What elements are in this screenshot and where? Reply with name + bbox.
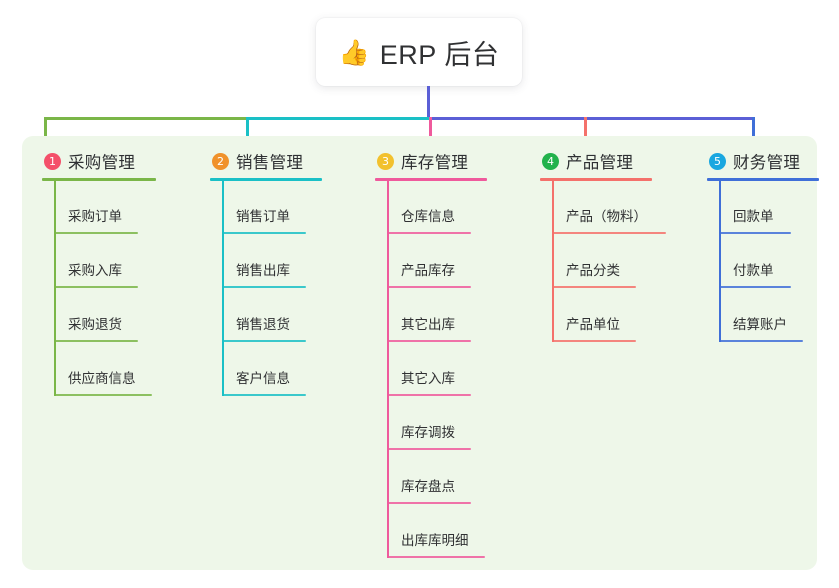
root-title: ERP 后台 (379, 39, 500, 70)
list-item-label: 采购退货 (68, 317, 122, 332)
list-item-label: 仓库信息 (401, 209, 455, 224)
list-item-label: 采购入库 (68, 263, 122, 278)
list-item-underline (719, 232, 791, 234)
list-item-underline (719, 286, 791, 288)
list-item-label: 客户信息 (236, 371, 290, 386)
list-item-underline (54, 340, 138, 342)
column-header-1[interactable]: 1 采购管理 (32, 146, 135, 176)
column-header-3[interactable]: 3 库存管理 (365, 146, 468, 176)
column-title-1: 采购管理 (68, 154, 136, 172)
connector-bus-segment-2 (246, 117, 432, 120)
column-spine-4 (552, 180, 554, 342)
connector-trunk (427, 86, 430, 119)
connector-bus-segment-1 (44, 117, 249, 120)
list-item-label: 产品分类 (566, 263, 620, 278)
column-badge-4: 4 (542, 152, 559, 170)
list-item-label: 库存盘点 (401, 479, 455, 494)
list-item-underline (387, 286, 471, 288)
column-spine-1 (54, 180, 56, 396)
list-item-underline (387, 394, 471, 396)
column-spine-5 (719, 180, 721, 342)
list-item-label: 付款单 (733, 263, 774, 278)
list-item-label: 回款单 (733, 209, 774, 224)
column-title-5: 财务管理 (733, 154, 801, 172)
list-item-underline (222, 232, 306, 234)
column-underline-2 (210, 178, 322, 181)
list-item-underline (552, 232, 666, 234)
list-item-underline (387, 448, 471, 450)
list-item-label: 产品库存 (401, 263, 455, 278)
list-item-underline (387, 502, 471, 504)
column-badge-5: 5 (709, 152, 726, 170)
thumbs-up-icon: 👍 (338, 37, 370, 67)
list-item-label: 产品单位 (566, 317, 620, 332)
list-item-label: 结算账户 (733, 317, 787, 332)
column-header-5[interactable]: 5 财务管理 (697, 146, 800, 176)
connector-bus-segment-3 (429, 117, 755, 120)
column-3: 3 库存管理仓库信息产品库存其它出库其它入库库存调拨库存盘点出库库明细 (365, 146, 487, 558)
list-item-label: 产品（物料） (566, 209, 647, 224)
list-item-label: 库存调拨 (401, 425, 455, 440)
column-underline-5 (707, 178, 819, 181)
list-item-underline (387, 232, 471, 234)
column-spine-3 (387, 180, 389, 558)
column-title-2: 销售管理 (236, 154, 304, 172)
list-item-underline (54, 232, 138, 234)
list-item-underline (222, 286, 306, 288)
list-item-underline (54, 286, 138, 288)
list-item-label: 销售订单 (236, 209, 290, 224)
column-underline-1 (42, 178, 156, 181)
column-title-4: 产品管理 (566, 154, 634, 172)
list-item-underline (552, 286, 636, 288)
column-spine-2 (222, 180, 224, 396)
list-item-label: 采购订单 (68, 209, 122, 224)
column-badge-2: 2 (212, 152, 229, 170)
column-underline-4 (540, 178, 652, 181)
column-underline-3 (375, 178, 487, 181)
column-4: 4 产品管理产品（物料） 产品分类产品单位 (530, 146, 666, 342)
list-item-underline (222, 340, 306, 342)
list-item-label: 供应商信息 (68, 371, 136, 386)
list-item-underline (387, 340, 471, 342)
list-item-underline (54, 394, 152, 396)
column-2: 2 销售管理销售订单销售出库销售退货客户信息 (200, 146, 322, 396)
column-badge-3: 3 (377, 152, 394, 170)
list-item-underline (719, 340, 803, 342)
list-item-underline (387, 556, 485, 558)
column-1: 1 采购管理采购订单采购入库采购退货供应商信息 (32, 146, 156, 396)
column-badge-1: 1 (44, 152, 61, 170)
diagram-panel (22, 136, 817, 570)
column-header-2[interactable]: 2 销售管理 (200, 146, 303, 176)
list-item-label: 出库库明细 (401, 533, 469, 548)
column-title-3: 库存管理 (401, 154, 469, 172)
column-5: 5 财务管理回款单付款单结算账户 (697, 146, 819, 342)
list-item-label: 其它出库 (401, 317, 455, 332)
list-item-underline (222, 394, 306, 396)
list-item-label: 销售退货 (236, 317, 290, 332)
list-item-label: 销售出库 (236, 263, 290, 278)
column-header-4[interactable]: 4 产品管理 (530, 146, 633, 176)
list-item-label: 其它入库 (401, 371, 455, 386)
root-node-card[interactable]: 👍 ERP 后台 (316, 18, 522, 86)
list-item-underline (552, 340, 636, 342)
